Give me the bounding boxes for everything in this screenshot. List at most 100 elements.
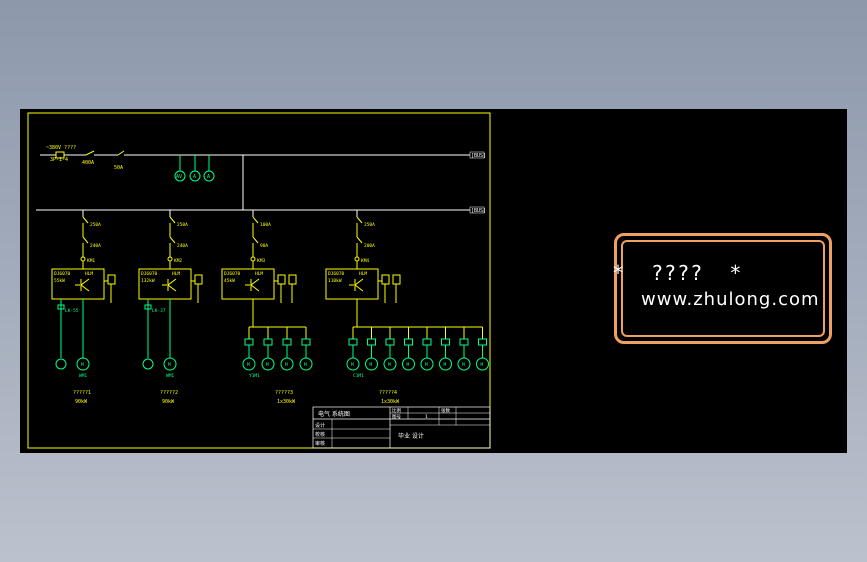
feeder-switch: [252, 236, 259, 244]
incoming-fuse-label: 50A: [114, 165, 123, 171]
incoming-label: ~380V ????: [46, 145, 76, 151]
drive-igbt-icon: [167, 284, 177, 292]
watermark-title: * ???? *: [612, 261, 743, 285]
feeder-relay-label: KM3: [257, 258, 265, 264]
motor-icon: [365, 357, 378, 371]
voltmeter-icon: [174, 170, 186, 182]
drive-out-label: HLM: [172, 271, 180, 277]
drive-label: DJ6070: [54, 271, 71, 277]
relay-icon: [392, 274, 401, 285]
feeder-power: 1x30kW: [381, 399, 400, 405]
drive-igbt-icon: [354, 284, 364, 292]
title-block: 电气 系统图 设计 校核 审核 比例 图号 张数 1 毕业 设计: [312, 406, 491, 449]
feeder-ct-icon: [167, 256, 173, 262]
motor-label: M: [425, 362, 428, 368]
feeder-kw-label: LK-37: [152, 308, 166, 314]
motor-starter-icon: [263, 338, 273, 346]
motor-icon: [346, 357, 360, 371]
feeder-ct-icon: [80, 256, 86, 262]
feeder-kw-label: LK-55: [65, 308, 79, 314]
motor-icon: [163, 357, 177, 371]
feeder-breaker-label: 100A: [260, 222, 271, 228]
feeder-sub-label: 200A: [364, 243, 375, 249]
relay-icon: [381, 274, 390, 285]
incoming-fuse: [117, 150, 125, 156]
meter-label: A: [193, 174, 196, 180]
feeder-switch: [356, 236, 363, 244]
drive-sub-label: 132kW: [141, 278, 155, 284]
feeder-name: ?????1: [73, 390, 91, 396]
feeder-ct-icon: [250, 256, 256, 262]
drive-box: [138, 268, 192, 300]
watermark-frame: [614, 233, 832, 344]
motor-starter-icon: [301, 338, 311, 346]
motor-label: M: [370, 362, 373, 368]
relay-icon: [288, 274, 297, 285]
motor-starter-icon: [404, 338, 413, 346]
feeder-sub-label: 240A: [90, 243, 101, 249]
motor-label: M: [285, 362, 288, 368]
meter-group: AV A A: [174, 155, 215, 182]
feeder-breaker: [356, 216, 363, 224]
drive-igbt-icon: [80, 278, 90, 286]
feeder-switch: [82, 236, 89, 244]
feeder-breaker: [82, 216, 89, 224]
motor-tag: WM1: [79, 373, 87, 379]
drive-igbt-icon: [354, 278, 364, 286]
motor-icon: [457, 357, 471, 371]
watermark-url: www.zhulong.com: [641, 289, 820, 310]
drive-out-label: HLM: [359, 271, 367, 277]
ammeter-icon: [189, 170, 201, 182]
feeder-power: 90kW: [162, 399, 175, 405]
motor-label: M: [481, 362, 484, 368]
motor-icon: [299, 357, 313, 371]
aux-box: [57, 304, 65, 310]
motor-icon: [261, 357, 275, 371]
aux-motor-icon: [142, 358, 154, 370]
drive-label: DJ6070: [141, 271, 158, 277]
motor-label: M: [81, 362, 84, 368]
feeder-power: 1x30kW: [277, 399, 296, 405]
motor-starter-icon: [385, 338, 395, 346]
aux-motor-icon: [55, 358, 67, 370]
feeder-name: ?????4: [379, 390, 397, 396]
drive-igbt-icon: [250, 278, 260, 286]
motor-label: M: [168, 362, 171, 368]
feeder-power: 90kW: [75, 399, 88, 405]
title-col-label: 图号: [392, 414, 401, 420]
motor-starter-icon: [367, 338, 376, 346]
feeder-breaker: [169, 216, 176, 224]
motor-label: M: [462, 362, 465, 368]
motor-icon: [439, 357, 452, 371]
feeder-name: ?????3: [275, 390, 293, 396]
meter-label: A: [207, 174, 210, 180]
title-row-label: 校核: [315, 431, 325, 438]
relay-icon: [107, 274, 116, 285]
drive-box: [325, 268, 379, 300]
drive-box: [51, 268, 105, 300]
feeder-breaker: [252, 216, 259, 224]
bus2-tag: [BUS]: [471, 208, 486, 214]
title-col-label: 张数: [441, 407, 450, 414]
bus1-tag: [BUS]: [471, 153, 486, 159]
title-row-label: 审核: [315, 440, 325, 447]
incoming-breaker-label: 400A: [82, 160, 94, 166]
drive-sub-label: 45kW: [224, 278, 235, 284]
cad-drawing-viewport[interactable]: ~380V ???? 3P-1-4 400A 50A [BUS] AV A A …: [20, 109, 847, 453]
motor-label: M: [407, 362, 410, 368]
title-project: 毕业 设计: [398, 432, 424, 440]
motor-label: M: [388, 362, 391, 368]
drawing-frame: [27, 112, 491, 449]
drive-label: DJ6070: [328, 271, 345, 277]
relay-icon: [277, 274, 286, 285]
motor-icon: [402, 357, 415, 371]
motor-starter-icon: [459, 338, 469, 346]
feeder-relay-label: KM1: [87, 258, 95, 264]
motor-label: M: [351, 362, 354, 368]
electrical-single-line-diagram: ~380V ???? 3P-1-4 400A 50A [BUS] AV A A …: [27, 112, 491, 449]
title-drawing-name: 电气 系统图: [318, 410, 350, 418]
incoming-breaker: [85, 150, 95, 156]
motor-label: M: [266, 362, 269, 368]
feeder-relay-label: KM4: [361, 258, 369, 264]
drive-out-label: HLM: [255, 271, 263, 277]
